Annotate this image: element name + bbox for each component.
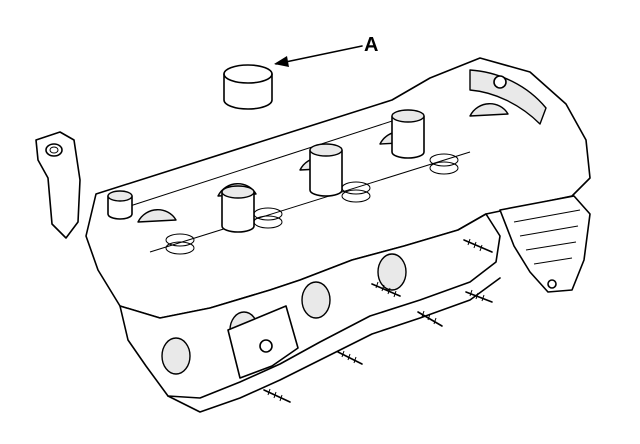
stud-1 (371, 281, 401, 298)
installed-lifters (107, 109, 425, 233)
lifter-4 (107, 190, 133, 220)
stud-2 (465, 289, 493, 303)
lifter-3 (391, 109, 425, 159)
callout-a-label: A (364, 34, 378, 56)
lifter-2 (309, 143, 343, 197)
stud-5 (263, 388, 291, 403)
callout-a: A (274, 34, 378, 67)
right-housing (499, 195, 591, 293)
lifter-1 (221, 185, 255, 233)
stud-4 (337, 350, 363, 365)
studs (263, 238, 493, 403)
stud-6 (463, 238, 493, 253)
lower-bracket (227, 305, 299, 379)
left-bracket (35, 131, 81, 239)
valve-lifter-part (223, 64, 273, 110)
valve-springs (165, 153, 459, 255)
stud-3 (417, 310, 443, 327)
